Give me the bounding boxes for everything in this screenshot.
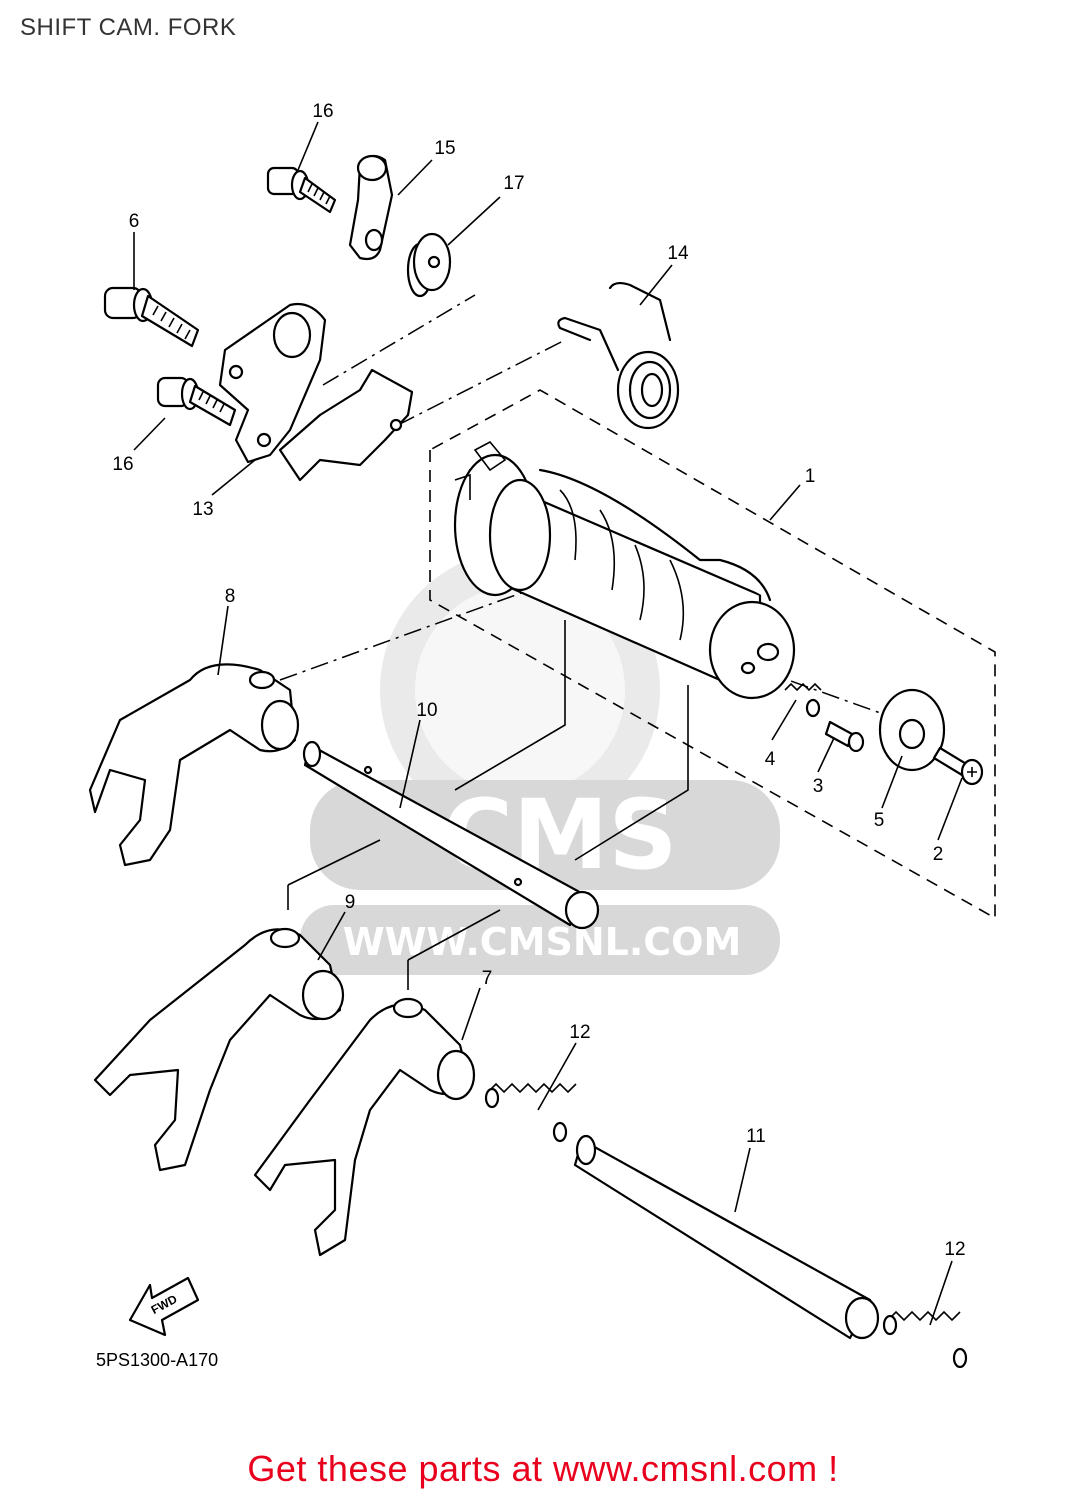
stopper-lever-15 [348,154,394,261]
callout-10: 10 [416,700,437,721]
callout-4: 4 [765,749,776,770]
callout-15: 15 [434,138,455,159]
bolt-6 [103,286,200,348]
spring-12-upper [484,1082,577,1143]
callout-leaders [133,121,963,1326]
callout-12-upper: 12 [569,1022,590,1043]
drum-assembly-outline [429,389,996,920]
callout-14: 14 [667,243,689,264]
callout-5: 5 [874,810,885,831]
stopper-plate-5 [878,688,946,772]
spring-4 [784,682,822,718]
shift-fork-8 [88,663,300,867]
callout-16-top: 16 [312,101,333,122]
callout-labels: 16 15 17 6 14 16 13 1 8 10 4 3 5 2 9 7 1… [112,101,965,1260]
footer-cta-link[interactable]: Get these parts at www.cmsnl.com ! [247,1448,839,1489]
watermark-url-text: WWW.CMSNL.COM [343,920,742,964]
washer-17 [406,232,452,298]
callout-8: 8 [225,586,236,607]
cmsnl-watermark: CMS WWW.CMSNL.COM [300,550,780,975]
callout-17: 17 [503,173,524,194]
segment-plate-13 [218,302,414,482]
torsion-spring-14 [557,281,680,430]
callout-2: 2 [933,844,944,865]
spring-12-lower [882,1310,968,1369]
shift-fork-7 [253,997,476,1257]
callout-6: 6 [129,211,140,232]
screw-2 [932,746,984,786]
callout-3: 3 [813,776,824,797]
watermark-logo-text: CMS [442,779,677,891]
callout-9: 9 [345,892,356,913]
page-title: SHIFT CAM. FORK [20,14,237,41]
callout-1: 1 [805,466,816,487]
pin-3 [824,720,865,753]
callout-11: 11 [746,1126,766,1147]
bolt-16-lower [156,376,237,427]
callout-16-lower: 16 [112,454,133,475]
callout-13: 13 [192,499,213,520]
diagram-code: 5PS1300-A170 [96,1350,218,1370]
callout-12-lower: 12 [944,1239,965,1260]
shift-fork-9 [93,927,345,1172]
shift-fork-shaft-10 [302,740,600,930]
shift-fork-shaft-11 [573,1134,880,1340]
callout-7: 7 [482,968,493,989]
fwd-arrow-icon: FWD [128,1276,200,1337]
shift-drum-1 [453,440,796,700]
bolt-16-top [266,166,337,214]
